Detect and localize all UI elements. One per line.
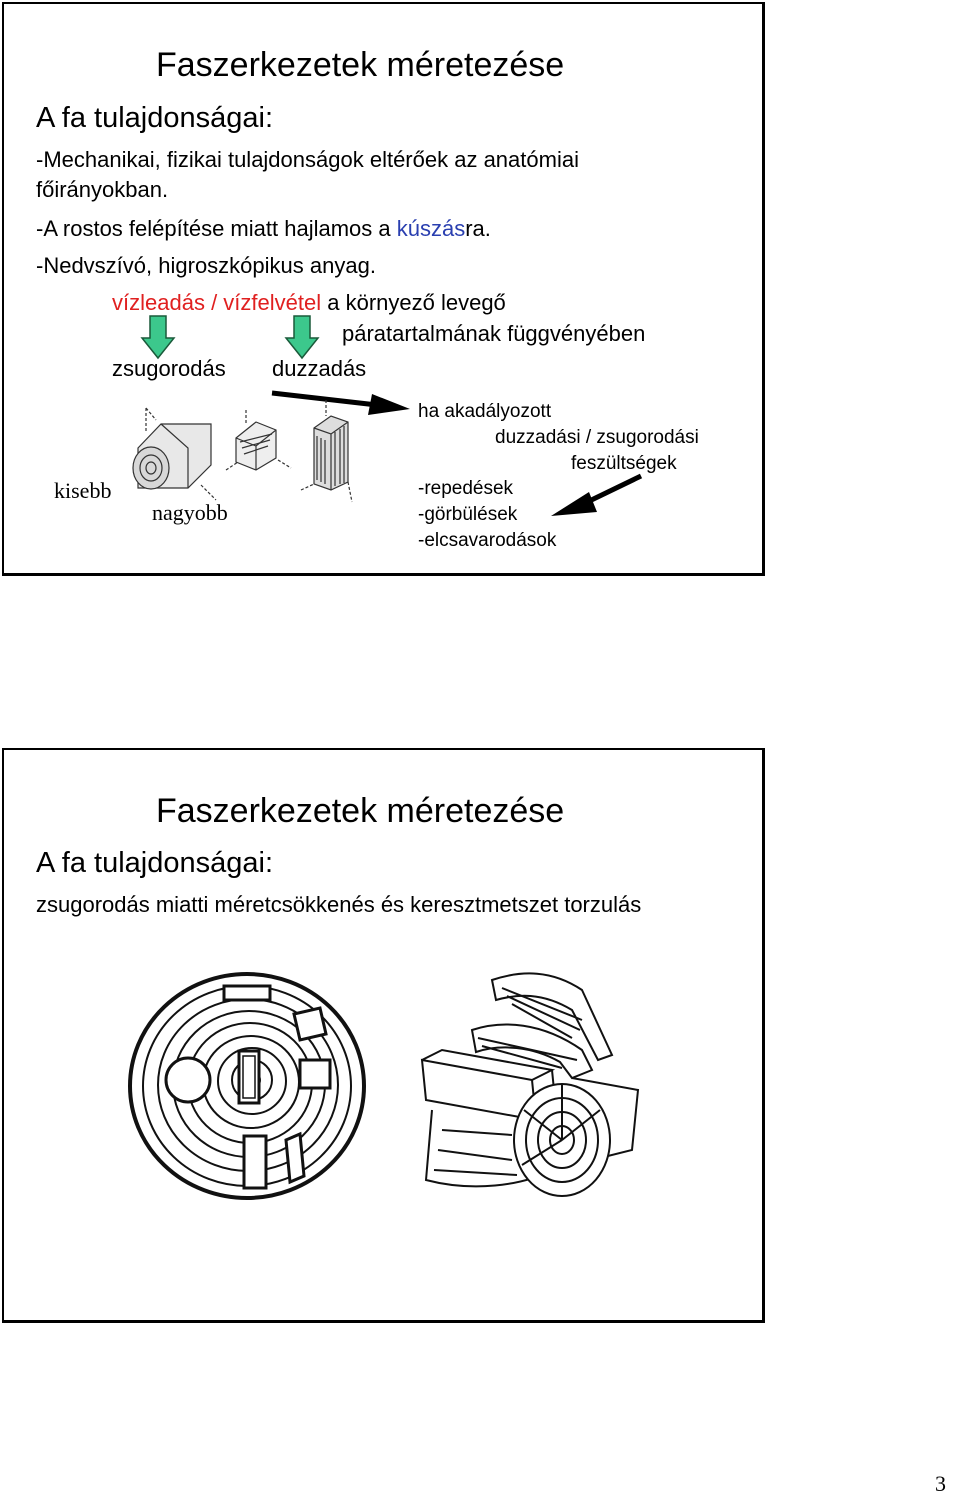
page-number: 3	[935, 1471, 946, 1496]
arrow-down-left-icon	[551, 473, 643, 516]
slide-1-title: Faszerkezetek méretezése	[156, 46, 565, 84]
effect-twisting: -elcsavarodások	[418, 530, 557, 551]
down-arrow-icon	[284, 315, 320, 360]
smaller-label: kisebb	[54, 478, 112, 503]
slide-1: Faszerkezetek méretezése A fa tulajdonsá…	[2, 2, 765, 576]
creep-link[interactable]: kúszás	[396, 216, 466, 241]
property-line-3: -Nedvszívó, higroszkópikus anyag.	[36, 253, 376, 278]
effect-cracks: -repedések	[418, 478, 514, 499]
slide-2-subtitle: A fa tulajdonságai:	[36, 847, 274, 879]
arrow-right-icon	[271, 390, 410, 415]
hindered-line-2: duzzadási / zsugorodási	[495, 427, 699, 448]
property-line-1b: főirányokban.	[36, 177, 169, 202]
slide-2: Faszerkezetek méretezése A fa tulajdonsá…	[2, 748, 765, 1323]
hindered-line-1: ha akadályozott	[418, 401, 552, 422]
effect-bending: -görbülések	[418, 504, 518, 525]
property-line-1a: -Mechanikai, fizikai tulajdonságok eltér…	[36, 147, 579, 172]
water-exchange-line: vízleadás / vízfelvétel a környező leveg…	[112, 290, 506, 316]
property-line-2-pre: -A rostos felépítése miatt hajlamos a	[36, 216, 397, 241]
larger-label: nagyobb	[152, 500, 228, 525]
down-arrow-icon	[140, 315, 176, 360]
property-line-2: -A rostos felépítése miatt hajlamos a kú…	[36, 216, 491, 242]
property-line-2-post: ra.	[465, 216, 491, 241]
warped-boards-illustration	[420, 972, 640, 1197]
wood-block-illustration	[132, 400, 353, 503]
water-uptake-text: vízfelvétel	[223, 290, 322, 315]
slash-text: /	[204, 290, 224, 315]
shrinkage-description: zsugorodás miatti méretcsökkenés és kere…	[36, 892, 642, 917]
slide-1-subtitle: A fa tulajdonságai:	[36, 102, 274, 134]
swelling-label: duzzadás	[272, 356, 367, 381]
slide-2-title: Faszerkezetek méretezése	[156, 792, 565, 830]
hindered-line-3: feszültségek	[571, 453, 677, 474]
shrinkage-label: zsugorodás	[112, 356, 226, 381]
water-release-text: vízleadás	[112, 290, 205, 315]
log-cross-section-illustration	[128, 972, 366, 1200]
ambient-air-text: a környező levegő	[321, 290, 506, 315]
humidity-text: páratartalmának függvényében	[342, 321, 646, 346]
